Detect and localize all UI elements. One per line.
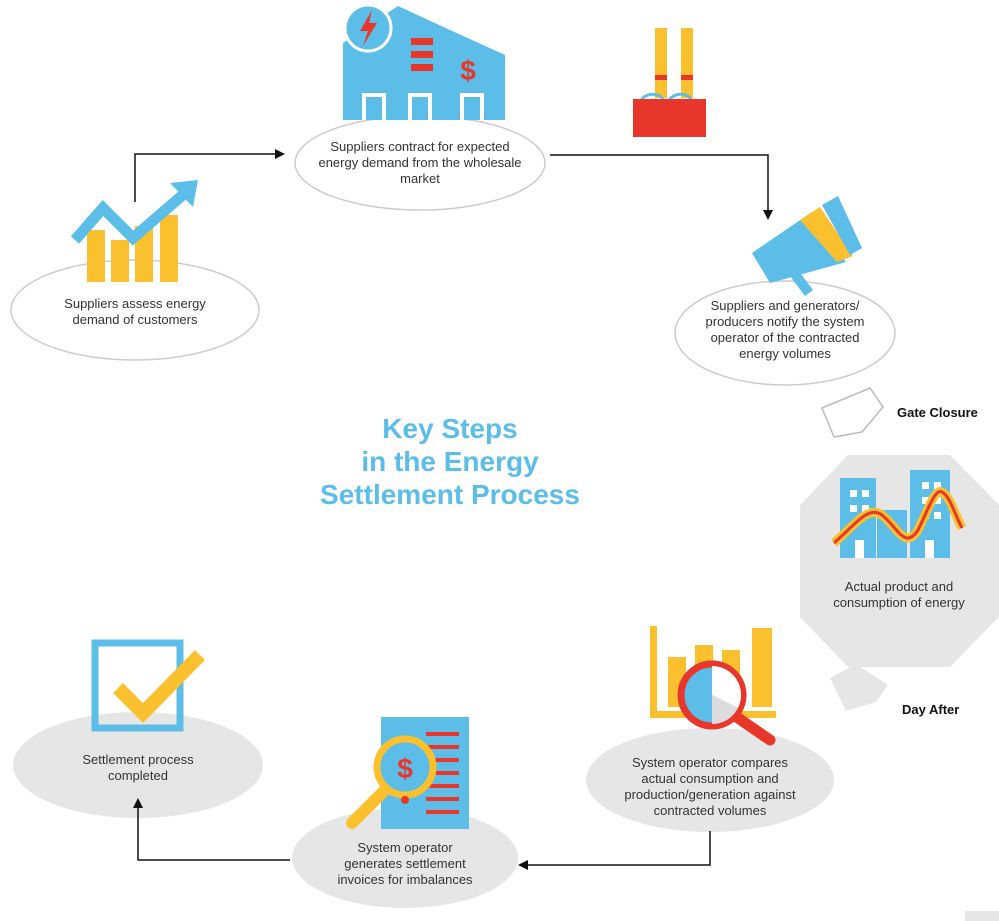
svg-text:$: $ (460, 55, 476, 86)
day-after-label: Day After (902, 702, 960, 717)
corner-tab (965, 911, 999, 921)
title-line-2: in the Energy (361, 446, 539, 477)
factory-icon (633, 28, 706, 137)
title-line-3: Settlement Process (320, 479, 580, 510)
gate-closure-pentagon (821, 387, 884, 438)
megaphone-icon (752, 196, 862, 296)
step-5-bubble (586, 728, 834, 832)
title-line-1: Key Steps (382, 413, 518, 444)
arrow-6-to-7 (133, 798, 290, 861)
gate-closure-label: Gate Closure (897, 405, 978, 420)
arrow-2-to-3 (550, 154, 773, 220)
step-6-label: System operator generates settlement inv… (337, 840, 473, 887)
arrow-5-to-6 (518, 831, 711, 870)
step-7-bubble (13, 712, 263, 818)
diagram-title: Key Steps in the Energy Settlement Proce… (270, 412, 630, 511)
power-company-building-icon: $ (343, 3, 505, 120)
rising-chart-icon (70, 180, 198, 282)
checkbox-icon (91, 639, 205, 732)
city-energy-curve-icon (831, 470, 967, 558)
step-4-label: Actual product and consumption of energy (833, 579, 965, 610)
arrow-1-to-2 (134, 149, 285, 202)
step-5-label: System operator compares actual consumpt… (624, 755, 796, 818)
step-3-label: Suppliers and generators/ producers noti… (705, 298, 865, 361)
step-3-bubble (674, 280, 896, 386)
step-4-octagon (800, 455, 999, 667)
step-1-label: Suppliers assess energy demand of custom… (64, 296, 206, 327)
step-7-label: Settlement process completed (82, 752, 194, 783)
step-2-label: Suppliers contract for expected energy d… (318, 139, 522, 186)
magnified-bar-chart-icon (650, 626, 776, 746)
svg-text:$: $ (397, 753, 413, 784)
step-6-bubble (292, 808, 518, 908)
invoice-magnifier-icon: $ (346, 717, 469, 829)
day-after-pentagon (830, 664, 888, 711)
